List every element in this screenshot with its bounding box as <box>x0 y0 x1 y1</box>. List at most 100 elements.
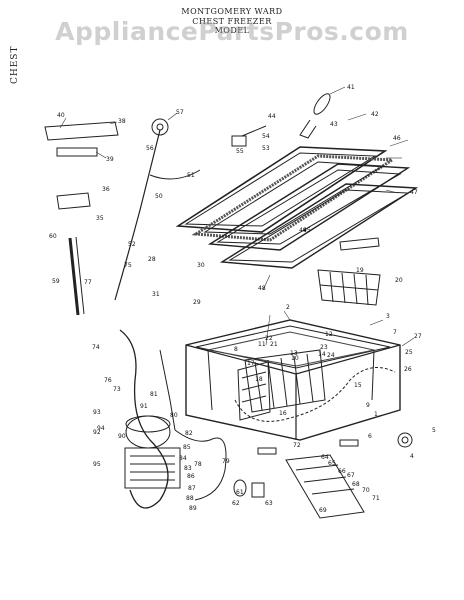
drain-cap <box>397 432 413 448</box>
part-number-23: 23 <box>320 344 328 351</box>
part-number-57: 57 <box>176 109 184 116</box>
part-number-2: 2 <box>286 304 290 311</box>
part-number-26: 26 <box>404 366 412 373</box>
part-number-78: 78 <box>194 461 202 468</box>
wire-basket <box>244 349 326 413</box>
part-number-70: 70 <box>362 487 370 494</box>
part-number-8: 8 <box>234 346 238 353</box>
part-number-28: 28 <box>148 256 156 263</box>
part-number-19: 19 <box>356 267 364 274</box>
part-number-40: 40 <box>57 112 65 119</box>
hinge-strip <box>68 236 85 316</box>
part-number-86: 86 <box>187 473 195 480</box>
part-number-85: 85 <box>183 444 191 451</box>
part-number-53: 53 <box>262 145 270 152</box>
part-number-3: 3 <box>386 313 390 320</box>
part-number-35: 35 <box>96 215 104 222</box>
light-cord <box>149 169 201 180</box>
watermark: AppliancePartsPros.com <box>55 17 409 46</box>
part-number-29: 29 <box>193 299 201 306</box>
part-number-10: 10 <box>291 355 299 362</box>
part-number-88: 88 <box>186 495 194 502</box>
part-number-36: 36 <box>102 186 110 193</box>
light-socket <box>231 125 267 147</box>
thermostat-knob <box>151 118 169 136</box>
part-number-22: 22 <box>265 335 273 342</box>
part-number-9: 9 <box>366 402 370 409</box>
part-number-54: 54 <box>262 133 270 140</box>
part-number-25: 25 <box>405 349 413 356</box>
part-number-81: 81 <box>150 391 158 398</box>
cabinet-interior <box>207 331 375 411</box>
part-number-39: 39 <box>106 156 114 163</box>
part-number-42: 42 <box>371 111 379 118</box>
part-number-75: 75 <box>124 262 132 269</box>
part-number-12: 12 <box>325 331 333 338</box>
lid-liner <box>219 183 419 269</box>
power-cord <box>119 329 169 509</box>
part-number-73: 73 <box>113 386 121 393</box>
part-number-59: 59 <box>52 278 60 285</box>
part-number-64: 64 <box>321 454 329 461</box>
part-number-15: 15 <box>354 382 362 389</box>
part-number-49: 49 <box>299 227 307 234</box>
header-model: MODEL <box>214 26 250 35</box>
part-number-47: 47 <box>410 189 418 196</box>
lid-handle <box>44 121 119 157</box>
thermostat-cord <box>114 129 161 301</box>
part-number-11: 11 <box>258 341 266 348</box>
part-number-62: 62 <box>232 500 240 507</box>
basket-upper <box>317 269 381 306</box>
kick-plate <box>285 454 365 519</box>
part-number-4: 4 <box>410 453 414 460</box>
part-number-14: 14 <box>318 351 326 358</box>
part-number-83: 83 <box>184 465 192 472</box>
part-number-20: 20 <box>395 277 403 284</box>
part-number-24: 24 <box>327 352 335 359</box>
part-number-61: 61 <box>236 489 244 496</box>
part-number-38: 38 <box>118 118 126 125</box>
part-number-1: 1 <box>374 411 378 418</box>
front-strip <box>257 237 380 455</box>
part-number-65: 65 <box>328 460 336 467</box>
part-number-69: 69 <box>319 507 327 514</box>
part-number-51: 51 <box>187 172 195 179</box>
part-number-41: 41 <box>347 84 355 91</box>
part-number-6: 6 <box>368 433 372 440</box>
part-number-77: 77 <box>84 279 92 286</box>
part-number-30: 30 <box>197 262 205 269</box>
header-product: CHEST FREEZER <box>192 17 272 26</box>
part-number-50: 50 <box>155 193 163 200</box>
part-number-45: 45 <box>303 227 311 234</box>
lid-inner-panel <box>207 163 411 251</box>
part-number-90: 90 <box>118 433 126 440</box>
part-number-82: 82 <box>185 430 193 437</box>
part-number-74: 74 <box>92 344 100 351</box>
small-part <box>233 479 265 498</box>
leader-lines <box>59 86 415 347</box>
part-number-13: 13 <box>290 350 298 357</box>
part-number-91: 91 <box>140 403 148 410</box>
divider-panel <box>237 361 271 421</box>
part-number-55: 55 <box>236 148 244 155</box>
header-brand: MONTGOMERY WARD <box>181 7 283 16</box>
condenser-tubing <box>159 349 227 501</box>
part-number-52: 52 <box>128 241 136 248</box>
part-number-95: 95 <box>93 461 101 468</box>
lock-plate <box>56 192 91 210</box>
part-number-63: 63 <box>265 500 273 507</box>
part-number-18: 18 <box>255 376 263 383</box>
part-number-66: 66 <box>338 468 346 475</box>
part-number-76: 76 <box>104 377 112 384</box>
part-number-48: 48 <box>258 285 266 292</box>
part-number-92: 92 <box>93 429 101 436</box>
part-number-5: 5 <box>432 427 436 434</box>
part-number-7: 7 <box>393 329 397 336</box>
part-number-67: 67 <box>347 472 355 479</box>
part-number-94: 94 <box>97 425 105 432</box>
part-number-44: 44 <box>268 113 276 120</box>
part-number-60: 60 <box>49 233 57 240</box>
light-bulb <box>299 93 331 139</box>
